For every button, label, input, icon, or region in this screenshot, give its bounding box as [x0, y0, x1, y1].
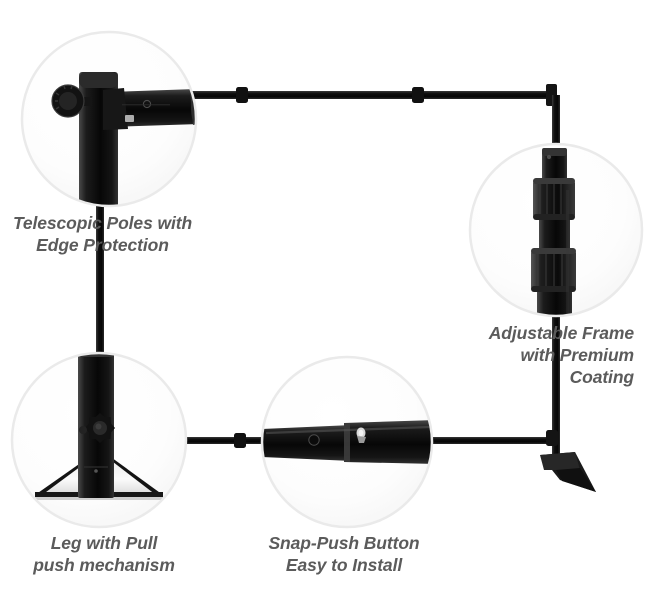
callout-ring-adjustable	[468, 142, 644, 318]
top-crossbar	[100, 91, 556, 99]
right-foot-base	[540, 452, 596, 492]
pull-push-star-knob	[85, 413, 115, 443]
caption-telescopic-poles: Telescopic Poles with Edge Protection	[12, 213, 193, 255]
thumbscrew-knob	[51, 84, 92, 118]
caption-snap-push-button: Snap-Push Button Easy to Install	[268, 533, 420, 575]
crossbar-collar-1	[236, 87, 248, 103]
twist-lock-collar-upper	[533, 178, 575, 220]
caption-adjustable-frame: Adjustable Frame with Premium Coating	[488, 323, 634, 387]
callout-telescopic-poles	[20, 30, 198, 208]
twist-lock-collar-lower	[531, 248, 576, 292]
snap-push-pin	[356, 427, 366, 443]
callout-ring-snap	[260, 355, 434, 529]
crossbar-collar-2	[412, 87, 424, 103]
callout-ring-telescopic	[20, 30, 198, 208]
bottom-crossbar-collar	[234, 433, 246, 448]
magnified-tube-left	[262, 425, 352, 461]
caption-leg-pull-push: Leg with Pull push mechanism	[33, 533, 175, 575]
snap-button-hole	[308, 434, 320, 446]
left-vertical-pole	[96, 95, 104, 485]
callout-adjustable-frame	[468, 142, 644, 318]
magnified-tube-right	[344, 420, 432, 464]
callout-snap-push-button	[260, 355, 434, 529]
callout-leg-pull-push	[10, 351, 188, 529]
callout-ring-leg	[10, 351, 188, 529]
bottom-corner-collar	[546, 430, 558, 446]
